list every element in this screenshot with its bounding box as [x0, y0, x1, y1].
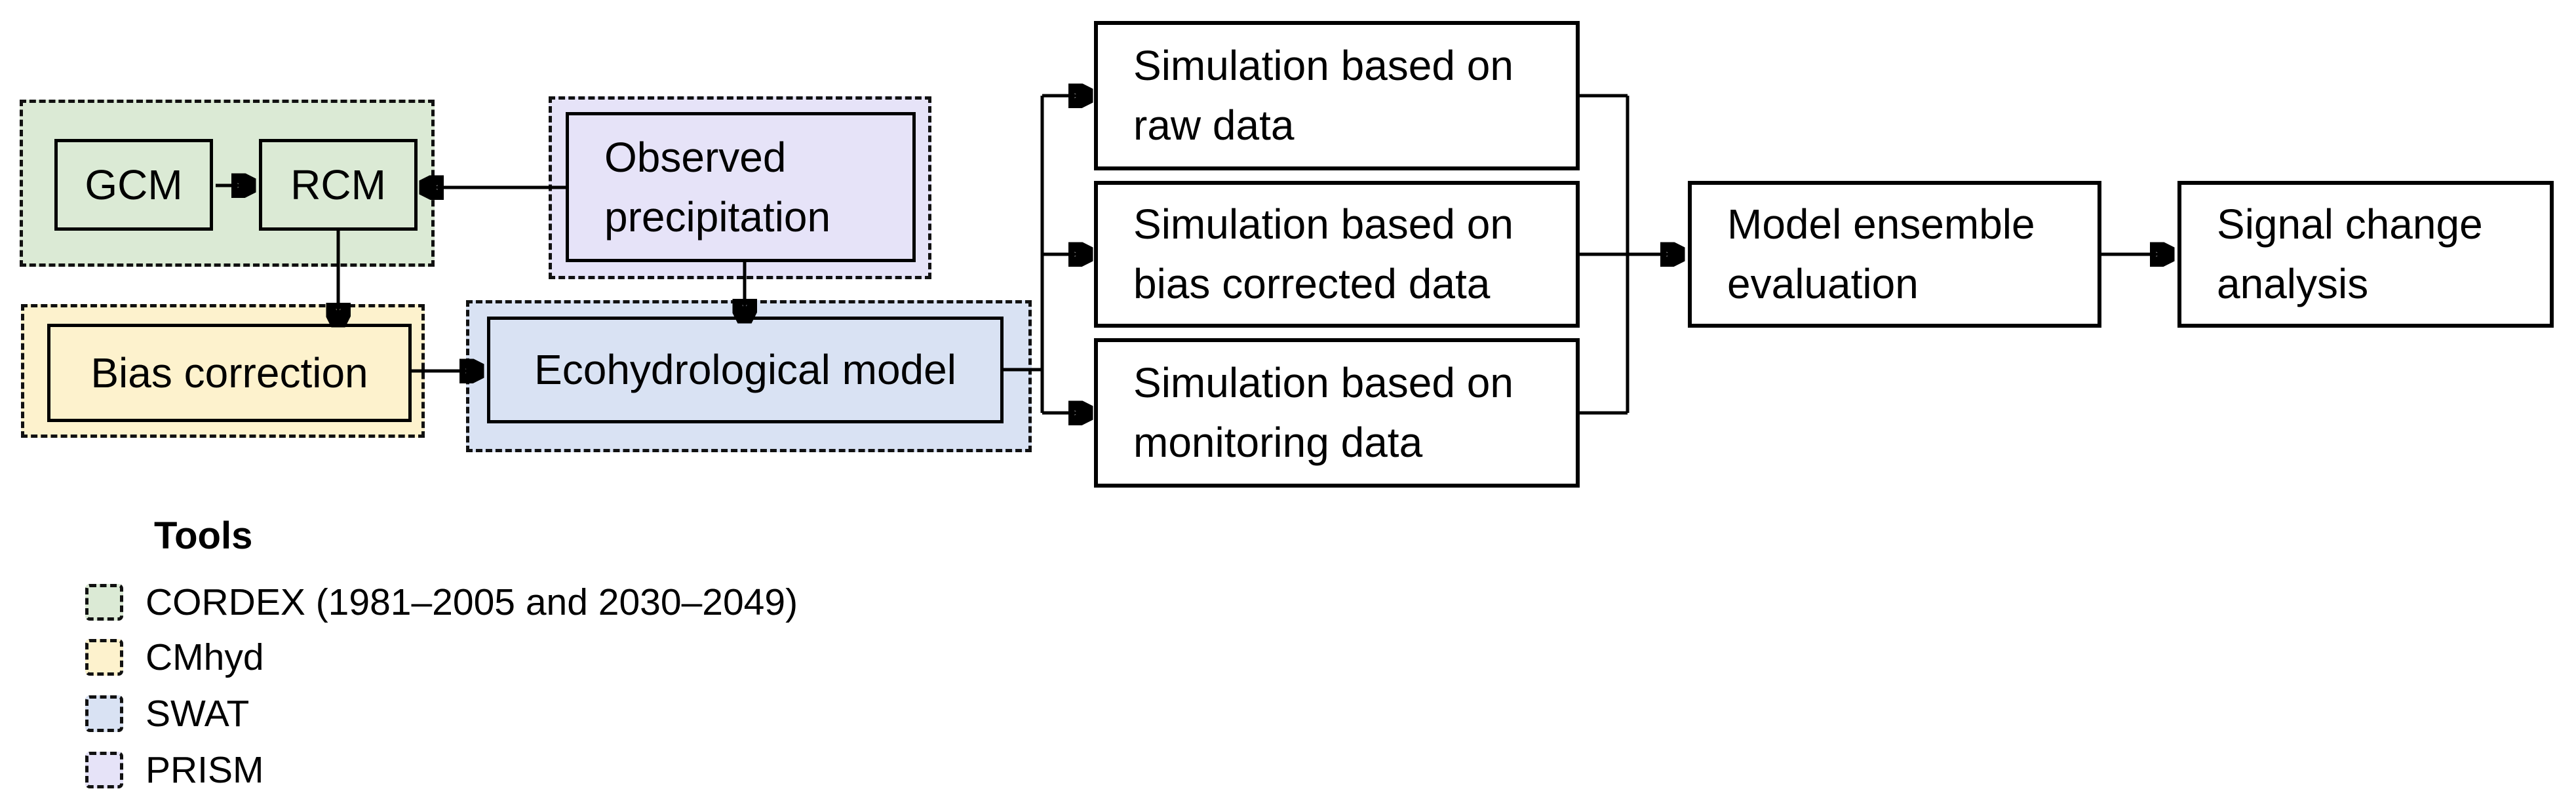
node-model-ensemble-evaluation: Model ensemble evaluation	[1688, 181, 2101, 328]
node-simulation-raw-label: Simulation based on raw data	[1133, 42, 1513, 149]
legend-label-swat: SWAT	[146, 693, 250, 735]
legend-swatch-swat	[85, 695, 123, 732]
node-bias-correction-label: Bias correction	[90, 349, 368, 396]
group-prism-region	[549, 96, 931, 279]
node-observed-precipitation: Observed precipitation	[566, 112, 916, 262]
node-simulation-raw: Simulation based on raw data	[1094, 21, 1580, 170]
node-simulation-bias-corrected-label: Simulation based on bias corrected data	[1133, 201, 1513, 307]
legend-swatch-cmhyd	[85, 639, 123, 676]
node-signal-change-analysis-label: Signal change analysis	[2217, 201, 2483, 307]
legend-swatch-prism	[85, 752, 123, 788]
node-signal-change-analysis: Signal change analysis	[2177, 181, 2554, 328]
node-simulation-monitoring: Simulation based on monitoring data	[1094, 338, 1580, 488]
legend-label-prism: PRISM	[146, 749, 264, 791]
node-simulation-monitoring-label: Simulation based on monitoring data	[1133, 359, 1513, 466]
group-cordex-region	[20, 100, 435, 267]
node-rcm-label: RCM	[290, 161, 386, 208]
node-observed-precipitation-label: Observed precipitation	[604, 133, 831, 241]
node-gcm: GCM	[54, 139, 213, 231]
legend-label-cmhyd: CMhyd	[146, 636, 264, 678]
node-ecohydrological-model: Ecohydrological model	[487, 317, 1004, 423]
node-model-ensemble-evaluation-label: Model ensemble evaluation	[1727, 201, 2035, 307]
legend-swatch-cordex	[85, 584, 123, 621]
node-simulation-bias-corrected: Simulation based on bias corrected data	[1094, 181, 1580, 328]
legend-label-cordex: CORDEX (1981–2005 and 2030–2049)	[146, 581, 798, 623]
node-ecohydrological-model-label: Ecohydrological model	[534, 346, 956, 394]
node-bias-correction: Bias correction	[47, 324, 412, 422]
legend-title: Tools	[154, 514, 253, 557]
group-swat-region	[466, 300, 1032, 452]
node-rcm: RCM	[259, 139, 418, 231]
node-gcm-label: GCM	[85, 161, 183, 208]
